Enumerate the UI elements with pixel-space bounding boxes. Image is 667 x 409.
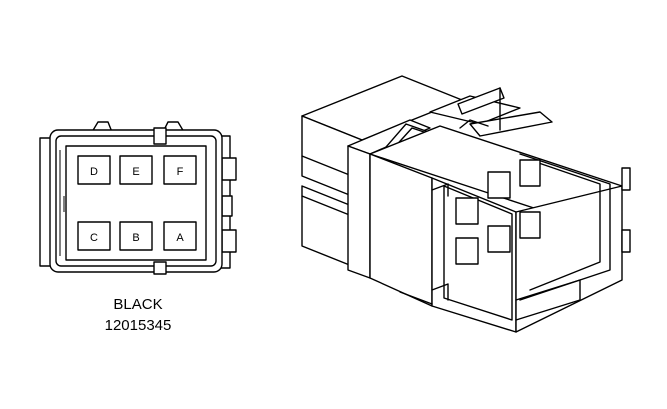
cavity-label-e: E (132, 166, 139, 178)
cavity-c (77, 221, 111, 251)
color-label: BLACK (113, 296, 162, 313)
bottom-edge (399, 291, 433, 305)
shell-left-front (369, 153, 433, 307)
connector-isometric-view (301, 75, 631, 333)
top-notch (153, 127, 167, 145)
latch-hook (459, 119, 489, 129)
side-rib-upper (621, 167, 631, 191)
lock-tab-lower (431, 283, 449, 301)
bottom-rail (515, 279, 581, 321)
cavity-f (163, 155, 197, 185)
cavity-a (163, 221, 197, 251)
latch-bar-top (429, 95, 521, 125)
housing-inner (55, 135, 217, 267)
shell-inner-rim-2 (529, 159, 601, 291)
window-2 (487, 171, 511, 199)
cavity-b (119, 221, 153, 251)
side-rib-lower (621, 229, 631, 253)
window-4 (455, 237, 479, 265)
window-5 (487, 225, 511, 253)
connector-front-view: D E F C B A (39, 121, 237, 275)
part-number: 12015345 (105, 317, 172, 334)
right-rib-mid (221, 195, 233, 217)
flange-front (347, 145, 371, 279)
cavity-label-f: F (177, 166, 184, 178)
cavity-label-a: A (176, 232, 184, 244)
latch-bar-tab (457, 87, 505, 115)
cavity-e (119, 155, 153, 185)
cavity-label-d: D (90, 166, 98, 178)
cavity-label-c: C (90, 232, 98, 244)
latch-arm (469, 111, 553, 137)
bottom-notch (153, 261, 167, 275)
right-rib-upper (221, 157, 237, 181)
shell-right-side (515, 185, 623, 333)
window-6 (519, 211, 541, 239)
window-1 (455, 197, 479, 225)
cavity-label-b: B (132, 232, 139, 244)
lock-tab-upper (431, 183, 449, 197)
right-rib-lower (221, 229, 237, 253)
cavity-d (77, 155, 111, 185)
window-3 (519, 159, 541, 187)
